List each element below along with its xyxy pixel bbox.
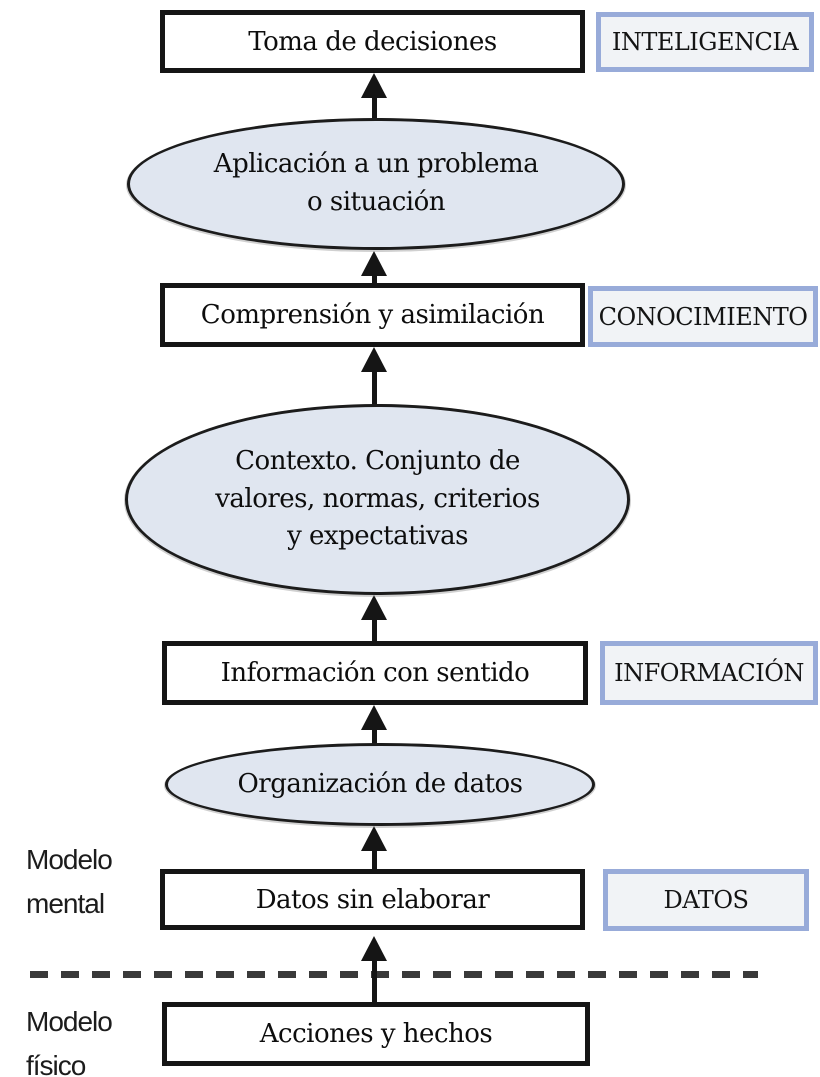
up-arrow bbox=[361, 936, 387, 1003]
arrow-stem bbox=[371, 849, 377, 870]
box-informacion-con-sentido: Información con sentido bbox=[162, 641, 588, 705]
arrow-stem bbox=[371, 370, 377, 407]
tag-conocimiento: CONOCIMIENTO bbox=[588, 286, 818, 347]
up-arrow bbox=[361, 347, 387, 407]
tag-inteligencia: INTELIGENCIA bbox=[596, 12, 814, 72]
tag-informacion: INFORMACIÓN bbox=[600, 641, 818, 705]
box-acciones-y-hechos: Acciones y hechos bbox=[162, 1002, 590, 1066]
arrow-stem bbox=[371, 959, 377, 1003]
arrow-head-icon bbox=[361, 826, 387, 851]
arrow-stem bbox=[371, 728, 377, 744]
arrow-head-icon bbox=[361, 936, 387, 961]
ellipse-aplicacion: Aplicación a un problema o situación bbox=[127, 118, 625, 250]
arrow-head-icon bbox=[361, 705, 387, 730]
side-label-modelo-fisico: Modelo físico bbox=[26, 1006, 113, 1077]
arrow-head-icon bbox=[361, 251, 387, 276]
arrow-stem bbox=[371, 618, 377, 643]
box-toma-de-decisiones: Toma de decisiones bbox=[160, 10, 585, 73]
box-comprension-asimilacion: Comprensión y asimilación bbox=[160, 283, 585, 347]
up-arrow bbox=[361, 705, 387, 744]
arrow-head-icon bbox=[361, 347, 387, 372]
ellipse-contexto: Contexto. Conjunto de valores, normas, c… bbox=[125, 404, 630, 595]
up-arrow bbox=[361, 73, 387, 128]
arrow-head-icon bbox=[361, 595, 387, 620]
divider-dashed-line bbox=[30, 971, 758, 978]
box-datos-sin-elaborar: Datos sin elaborar bbox=[160, 869, 585, 930]
tag-datos: DATOS bbox=[603, 869, 809, 931]
up-arrow bbox=[361, 595, 387, 643]
arrow-stem bbox=[371, 274, 377, 285]
arrow-head-icon bbox=[361, 73, 387, 98]
up-arrow bbox=[361, 251, 387, 285]
up-arrow bbox=[361, 826, 387, 870]
side-label-modelo-mental: Modelo mental bbox=[26, 844, 113, 920]
arrow-stem bbox=[371, 96, 377, 128]
ellipse-organizacion-datos: Organización de datos bbox=[165, 743, 595, 826]
